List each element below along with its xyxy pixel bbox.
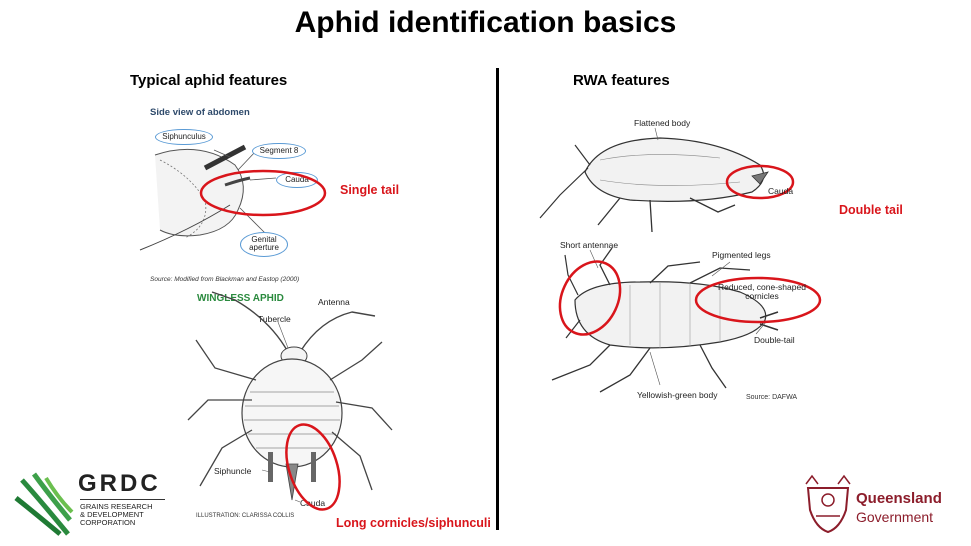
bubble-segment-8: Segment 8 (252, 143, 306, 160)
grdc-line-1: GRAINS RESEARCH (80, 502, 153, 511)
body-color-label: Yellowish-green body (637, 390, 718, 400)
page-title: Aphid identification basics (294, 6, 677, 39)
grdc-logo-text: GRDC (78, 470, 161, 497)
short-antennae-label: Short antennae (560, 240, 619, 250)
antenna-label: Antenna (318, 297, 350, 307)
tubercle-label: Tubercle (258, 314, 291, 324)
pigmented-legs-label: Pigmented legs (712, 250, 771, 260)
double-tail-annotation: Double tail (839, 203, 903, 217)
grdc-line-2: & DEVELOPMENT (80, 509, 144, 519)
siphuncle-label: Siphuncle (214, 466, 252, 476)
bubble-siphunculus: Siphunculus (155, 129, 213, 146)
cauda-label: Cauda (300, 498, 326, 508)
long-cornicles-label: Long cornicles/siphunculi (336, 516, 491, 530)
left-heading: Typical aphid features (130, 72, 288, 89)
column-divider (496, 68, 499, 530)
wingless-title: WINGLESS APHID (197, 293, 284, 304)
side-view-source: Source: Modified from Blackman and Easto… (150, 276, 300, 283)
grdc-rule (80, 499, 165, 500)
rwa-cauda-label: Cauda (768, 186, 794, 196)
side-view-title: Side view of abdomen (150, 107, 250, 118)
bubble-cauda: Cauda (276, 172, 318, 189)
rwa-source: Source: DAFWA (746, 394, 798, 401)
single-tail-label: Single tail (340, 183, 400, 197)
qld-logo-line-2: Government (856, 509, 934, 525)
double-tail-label: Double-tail (754, 335, 795, 345)
cornicles-label: Reduced, cone-shaped cornicles (718, 282, 806, 302)
flattened-body-label: Flattened body (634, 118, 691, 128)
bubble-genital-aperture: Genital aperture (240, 232, 288, 257)
grdc-tagline: GRAINS RESEARCH & DEVELOPMENT CORPORATIO… (80, 503, 153, 527)
illustration-credit: ILLUSTRATION: CLARISSA COLLIS (196, 513, 295, 519)
grdc-line-3: CORPORATION (80, 517, 136, 527)
right-heading: RWA features (573, 72, 670, 89)
qld-logo-line-1: Queensland (856, 490, 942, 507)
